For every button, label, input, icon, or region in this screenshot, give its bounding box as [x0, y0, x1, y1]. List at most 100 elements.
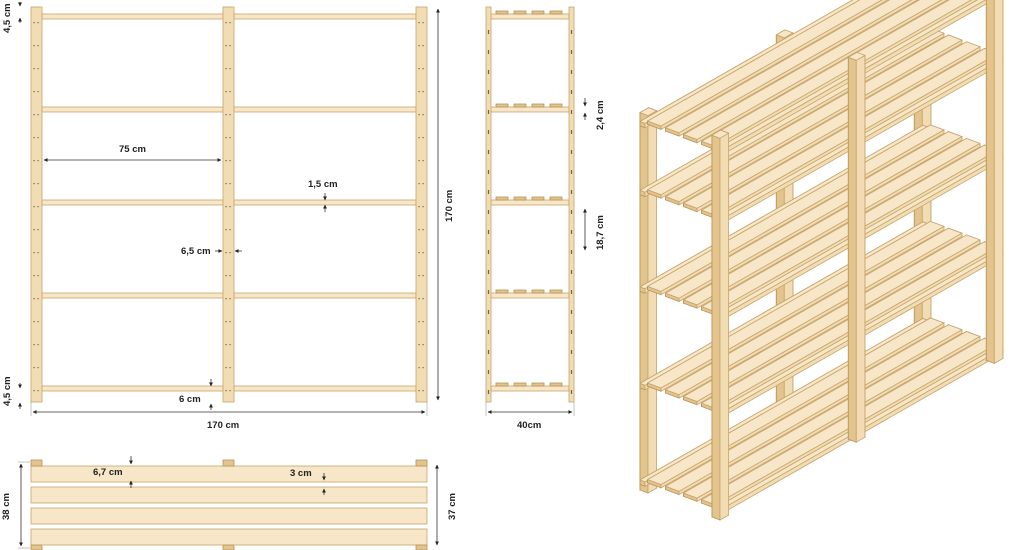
- post-hole: [33, 321, 35, 323]
- side-slat-end: [549, 196, 563, 201]
- front-shelf-board: [233, 199, 417, 206]
- post-hole: [33, 229, 35, 231]
- post-hole: [422, 275, 424, 277]
- side-slat-end: [549, 10, 563, 15]
- post-hole: [418, 114, 420, 116]
- top-post-blocks: [30, 459, 428, 550]
- post-notch: [570, 250, 573, 254]
- post-hole: [229, 321, 231, 323]
- post-hole: [37, 160, 39, 162]
- post-notch: [487, 330, 490, 334]
- post-hole: [229, 344, 231, 346]
- post-notch: [570, 210, 573, 214]
- side-slat-end: [531, 289, 545, 294]
- post-hole: [33, 183, 35, 185]
- side-slat-end: [531, 10, 545, 15]
- iso-shelf-slat: [682, 0, 943, 140]
- post-hole: [33, 252, 35, 254]
- post-hole: [229, 91, 231, 93]
- post-notch: [570, 370, 573, 374]
- front-shelf-board: [233, 385, 417, 392]
- post-hole: [225, 367, 227, 369]
- post-hole: [37, 275, 39, 277]
- top-outer-depth-label: 38 cm: [1, 493, 12, 520]
- post-hole: [33, 91, 35, 93]
- post-hole: [37, 298, 39, 300]
- iso-shelf-slat: [664, 131, 963, 299]
- top-slat: [30, 507, 428, 525]
- side-slat-end: [549, 289, 563, 294]
- side-slat-end: [531, 196, 545, 201]
- bottom-gap-label: 6 cm: [179, 394, 201, 405]
- post-hole: [37, 390, 39, 392]
- post-notch: [570, 130, 573, 134]
- post-notch: [487, 270, 490, 274]
- iso-shelf-slat: [682, 41, 981, 209]
- post-hole: [229, 298, 231, 300]
- post-hole: [422, 252, 424, 254]
- top-view: 6,7 cm 3 cm 38 cm 37 cm: [1, 456, 458, 550]
- post-notch: [487, 230, 490, 234]
- post-hole: [225, 252, 227, 254]
- iso-shelf-slat: [696, 0, 948, 144]
- post-notch: [570, 350, 573, 354]
- iso-shelf-slat: [646, 0, 883, 127]
- post-hole: [225, 298, 227, 300]
- post-notch: [570, 230, 573, 234]
- post-notch: [570, 150, 573, 154]
- front-posts: [30, 6, 428, 403]
- post-notch: [487, 30, 490, 34]
- post-hole: [33, 344, 35, 346]
- post-hole: [422, 137, 424, 139]
- post-hole: [418, 160, 420, 162]
- post-hole: [418, 390, 420, 392]
- post-hole: [422, 183, 424, 185]
- side-slat-end: [495, 196, 509, 201]
- post-hole: [33, 137, 35, 139]
- bottom-offset-label: 4,5 cm: [2, 376, 13, 406]
- top-slat: [30, 528, 428, 546]
- post-hole: [418, 298, 420, 300]
- post-hole: [229, 252, 231, 254]
- iso-back-post: [647, 110, 657, 494]
- post-notch: [487, 210, 490, 214]
- post-notch: [487, 150, 490, 154]
- post-hole: [229, 45, 231, 47]
- side-slat-end: [495, 382, 509, 387]
- post-hole: [229, 160, 231, 162]
- front-shelf-board: [41, 292, 224, 299]
- top-slats: [30, 465, 428, 546]
- post-notch: [570, 90, 573, 94]
- iso-shelf-slat: [700, 0, 972, 147]
- post-notch: [487, 310, 490, 314]
- front-view: 170 cm 170 cm 75 cm 1,5 cm 6,5 cm 6 cm 4…: [2, 2, 455, 431]
- post-notch: [570, 390, 573, 394]
- post-hole: [225, 183, 227, 185]
- iso-back-post: [775, 29, 794, 39]
- post-notch: [487, 350, 490, 354]
- front-height-label: 170 cm: [444, 190, 455, 222]
- shelf-thickness-label: 1,5 cm: [308, 179, 338, 190]
- post-hole: [37, 91, 39, 93]
- post-hole: [418, 183, 420, 185]
- iso-shelf-slat: [664, 0, 913, 134]
- post-notch: [570, 70, 573, 74]
- post-hole: [33, 367, 35, 369]
- post-hole: [225, 114, 227, 116]
- post-hole: [418, 137, 420, 139]
- front-shelf-board: [41, 199, 224, 206]
- iso-front-post: [847, 56, 857, 443]
- post-hole: [225, 321, 227, 323]
- post-hole: [229, 275, 231, 277]
- post-notch: [487, 290, 490, 294]
- post-hole: [225, 344, 227, 346]
- post-hole: [422, 229, 424, 231]
- post-notch: [570, 190, 573, 194]
- front-shelf-board: [233, 106, 417, 113]
- iso-shelf-slat: [682, 137, 981, 306]
- post-hole: [33, 298, 35, 300]
- iso-back-post: [639, 107, 658, 117]
- post-hole: [37, 183, 39, 185]
- post-hole: [418, 91, 420, 93]
- front-shelf-board: [41, 385, 224, 392]
